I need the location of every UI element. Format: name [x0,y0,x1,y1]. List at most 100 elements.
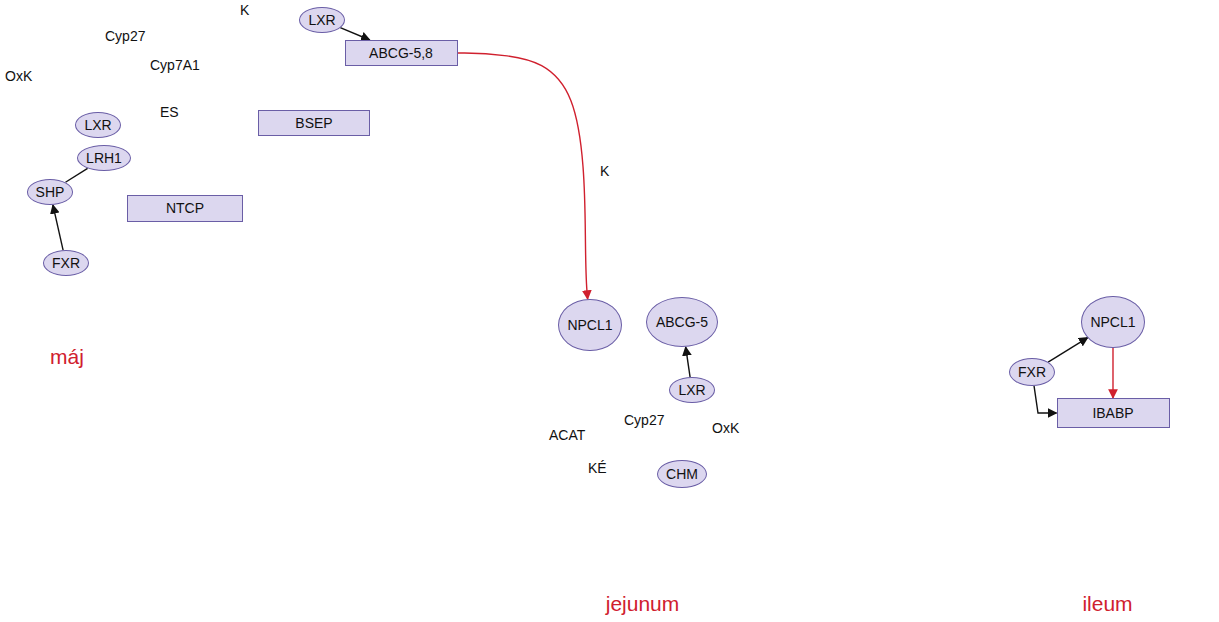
transporter-box: IBABP [1057,398,1170,428]
node-label: FXR [1018,364,1046,380]
protein-oval: NPCL1 [558,299,621,351]
cholesterol [604,188,612,196]
cholesterol [606,406,614,414]
node-label: SHP [36,184,65,200]
protein-oval: LRH1 [77,145,131,171]
node-label: BSEP [295,115,332,131]
bile-acid [222,307,234,318]
transporter-box: BSEP [258,110,370,136]
connector [686,347,690,377]
oxysterol [52,100,60,108]
liver-shape [0,0,489,337]
bile-acid [1140,386,1152,397]
cholesterol [736,204,744,212]
bile-acid [434,118,446,129]
enterocyte-cell: ileum NPCL1FXR IBABP [1000,240,1215,620]
red-flux-arrows [622,403,668,404]
oxysterol [678,420,686,428]
bile-acid [1118,195,1130,206]
bile-acid [240,307,252,318]
node-label: LXR [308,12,335,28]
node-label: CHM [666,466,698,482]
annotation-label: K [600,163,609,179]
bile-acid [397,118,409,129]
red-flux-arrows [290,52,343,53]
cholesterol [248,18,256,26]
cholesterol [611,394,619,402]
connector [65,168,87,182]
protein-oval: FXR [1009,358,1055,386]
bile-acid [1096,175,1108,186]
protein-oval: LXR [299,7,344,33]
oxysterol [24,100,32,108]
enterohepatic-circulation [455,117,1088,178]
cholesterol [592,194,600,202]
node-label: NTCP [166,200,204,216]
cell-shape [535,245,750,495]
cholesterol [696,196,704,204]
bile-acid [190,135,202,146]
connector [340,28,370,40]
annotation-label: Cyp7A1 [150,57,200,73]
cholesterol [261,56,269,64]
oxysterol [672,406,680,414]
bile-acid [1080,372,1092,383]
connector [458,53,588,299]
oxysterol [692,420,700,428]
bile-acid [1064,372,1076,383]
red-flux-arrows [620,342,652,390]
red-flux-arrows [597,416,598,456]
bile-acid [182,110,194,121]
node-label: NPCL1 [567,317,612,333]
cell-shape [1000,245,1215,495]
cholesterol [232,40,240,48]
annotation-label: OxK [5,68,32,84]
protein-oval: SHP [27,179,74,205]
annotation-label: KÉ [588,460,607,476]
enterohepatic-circulation [242,117,1095,560]
enterohepatic-circulation [242,322,1095,559]
node-label: ABCG-5 [656,314,708,330]
bile-acid [1096,195,1108,206]
annotation-label: ES [160,104,179,120]
liver-organ: májLXRABCG-5,8LXRLRH1SHPFXRBSEPNTCP [0,0,490,372]
cholesterol [571,396,579,404]
node-label: IBABP [1092,405,1133,421]
oxysterol [38,96,46,104]
protein-oval: ABCG-5 [646,297,718,347]
node-label: NPCL1 [1090,314,1135,330]
oxysterol [698,408,706,416]
bile-acid [1122,545,1134,556]
protein-oval: NPCL1 [1081,296,1144,348]
cholesterol [233,22,241,30]
red-flux-arrows [595,352,598,384]
bile-acid [432,140,444,151]
cholesterol [722,202,730,210]
red-flux-arrows [44,32,1113,532]
region-heading: ileum [1082,592,1132,616]
cholesterol [576,406,584,414]
annotation-label: ACAT [549,427,585,443]
annotation-label: Cyp27 [105,28,145,44]
cholesterol [280,60,288,68]
node-label: ABCG-5,8 [369,45,433,61]
annotation-label: OxK [712,420,739,436]
node-label: LXR [84,117,111,133]
region-heading: máj [50,345,84,369]
oxysterol [48,113,56,121]
node-label: FXR [52,255,80,271]
bile-acid [100,235,112,246]
bile-acid [144,160,156,171]
regulation-arrows [112,80,165,114]
bile-acid [94,251,106,262]
red-flux-arrows [700,220,716,298]
bile-acid [172,135,184,146]
protein-oval: CHM [657,460,707,488]
red-flux-arrows [371,122,392,123]
cholesterol [266,23,274,31]
node-label: LXR [678,382,705,398]
connector [1112,348,1113,398]
transporter-box: ABCG-5,8 [345,40,458,66]
node-label: LRH1 [86,150,122,166]
